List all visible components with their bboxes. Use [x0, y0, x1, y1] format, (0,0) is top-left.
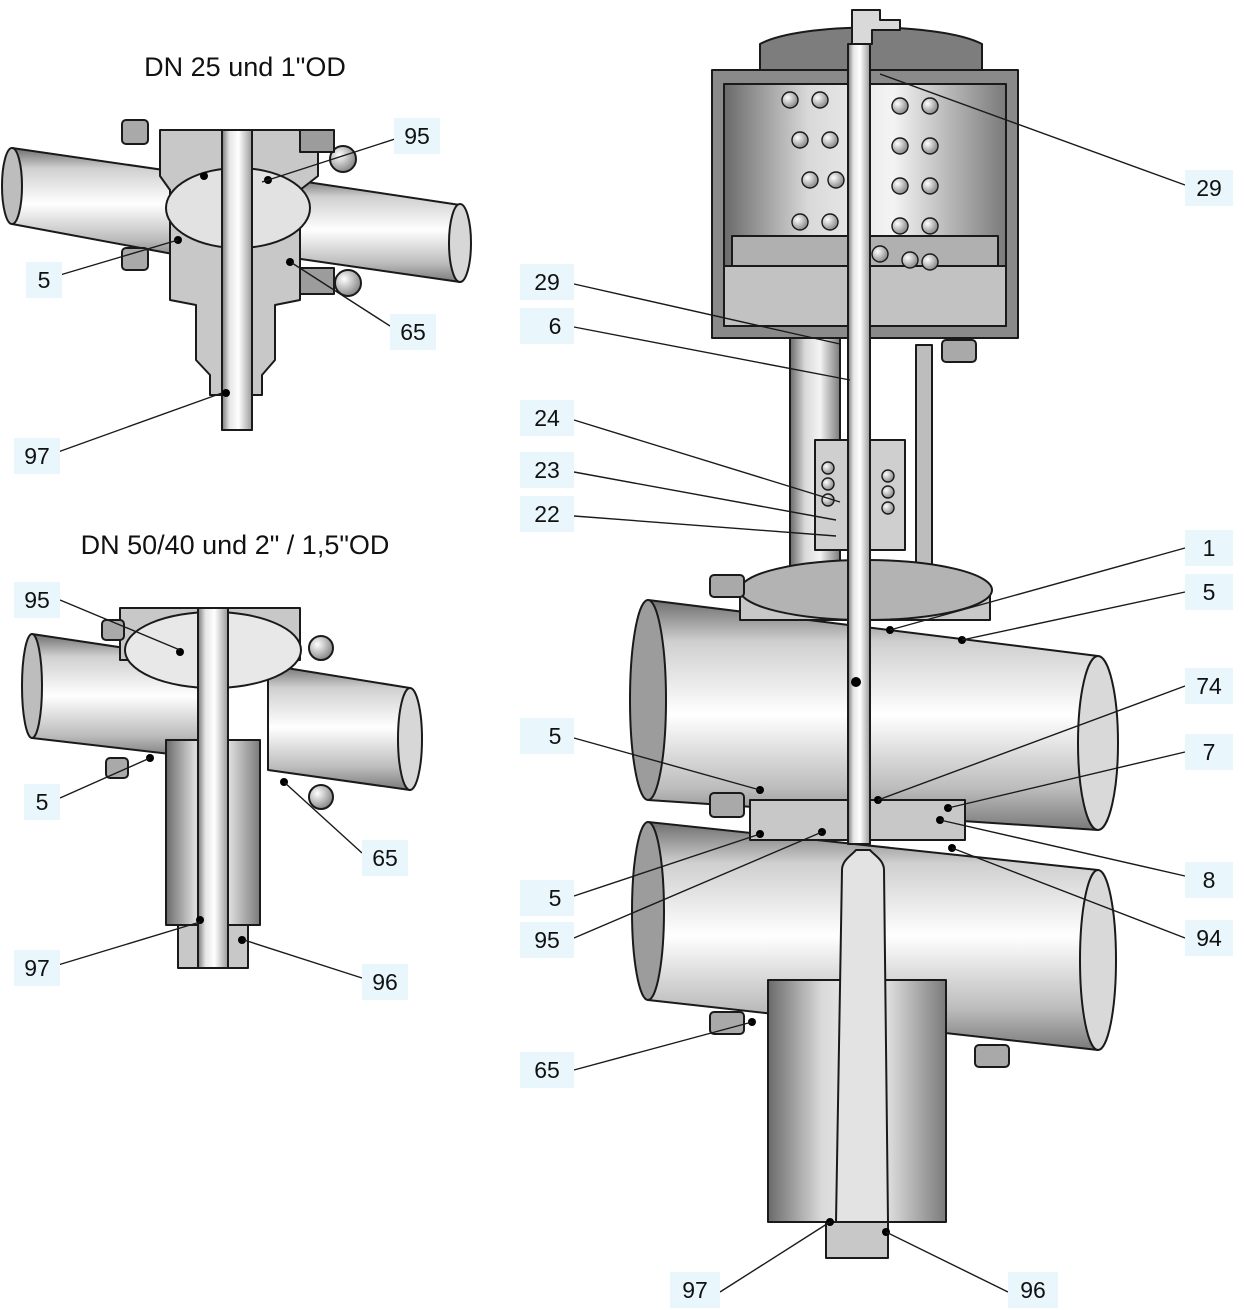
- svg-text:5: 5: [36, 789, 49, 815]
- svg-text:7: 7: [1203, 739, 1216, 765]
- svg-text:97: 97: [24, 955, 50, 981]
- svg-text:97: 97: [24, 443, 50, 469]
- svg-text:65: 65: [372, 845, 398, 871]
- svg-text:29: 29: [534, 269, 560, 295]
- label-c-94: 94: [1185, 920, 1233, 956]
- label-c-8: 8: [1185, 862, 1233, 898]
- label-b-65: 65: [362, 840, 408, 876]
- svg-text:29: 29: [1196, 175, 1222, 201]
- label-c-97: 97: [670, 1272, 720, 1308]
- svg-text:74: 74: [1196, 673, 1222, 699]
- label-c-5-left-lower: 5: [520, 880, 574, 916]
- svg-text:5: 5: [549, 723, 562, 749]
- svg-text:22: 22: [534, 501, 560, 527]
- label-c-1: 1: [1185, 530, 1233, 566]
- valve-dn50-drawing: [21, 607, 423, 969]
- svg-text:5: 5: [38, 267, 51, 293]
- label-c-24: 24: [520, 400, 574, 436]
- svg-text:95: 95: [534, 927, 560, 953]
- label-a-97: 97: [14, 438, 60, 474]
- svg-text:24: 24: [534, 405, 560, 431]
- label-b-95: 95: [14, 582, 60, 618]
- label-c-5-right: 5: [1185, 574, 1233, 610]
- svg-text:95: 95: [404, 123, 430, 149]
- label-b-5: 5: [24, 784, 60, 820]
- valve-dn25-drawing: [1, 119, 472, 431]
- leader-lines: [57, 73, 1186, 1293]
- label-c-29-top: 29: [1185, 170, 1233, 206]
- title-dn25: DN 25 und 1"OD: [144, 52, 346, 82]
- label-a-65: 65: [390, 314, 436, 350]
- svg-text:6: 6: [549, 313, 562, 339]
- label-c-95: 95: [520, 922, 574, 958]
- label-c-23: 23: [520, 452, 574, 488]
- label-c-65: 65: [520, 1052, 574, 1088]
- svg-text:5: 5: [549, 885, 562, 911]
- label-a-95: 95: [394, 118, 440, 154]
- svg-text:65: 65: [534, 1057, 560, 1083]
- label-c-29: 29: [520, 264, 574, 300]
- svg-text:96: 96: [372, 969, 398, 995]
- svg-text:97: 97: [682, 1277, 708, 1303]
- svg-text:23: 23: [534, 457, 560, 483]
- svg-text:8: 8: [1203, 867, 1216, 893]
- svg-text:1: 1: [1203, 535, 1216, 561]
- label-c-5-left-upper: 5: [520, 718, 574, 754]
- label-c-6: 6: [520, 308, 574, 344]
- label-b-96: 96: [362, 964, 408, 1000]
- svg-text:94: 94: [1196, 925, 1222, 951]
- svg-text:96: 96: [1020, 1277, 1046, 1303]
- label-c-74: 74: [1185, 668, 1233, 704]
- label-c-7: 7: [1185, 734, 1233, 770]
- valve-main-drawing: [629, 9, 1119, 1259]
- label-c-22: 22: [520, 496, 574, 532]
- label-a-5: 5: [26, 262, 62, 298]
- spring-icon: [781, 91, 939, 271]
- label-b-97: 97: [14, 950, 60, 986]
- part-labels: 95 5 65 97 95 5 65 97 96 29 1 5 74 7 8 9…: [14, 118, 1233, 1308]
- label-c-96: 96: [1008, 1272, 1058, 1308]
- svg-text:5: 5: [1203, 579, 1216, 605]
- svg-text:95: 95: [24, 587, 50, 613]
- title-dn50: DN 50/40 und 2" / 1,5"OD: [81, 530, 390, 560]
- svg-text:65: 65: [400, 319, 426, 345]
